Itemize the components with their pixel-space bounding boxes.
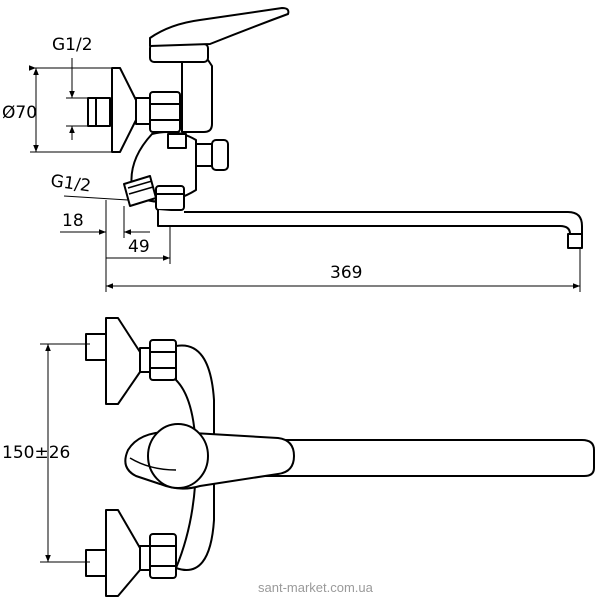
front-top-nut (149, 339, 177, 381)
side-dimensions (30, 58, 581, 292)
front-bottom-flange (105, 509, 141, 597)
front-dimensions (40, 343, 90, 563)
dim-label-center-distance: 150±26 (2, 443, 70, 463)
side-lever (149, 7, 290, 47)
side-inlet-stub (87, 97, 111, 127)
front-bottom-nut (149, 533, 177, 579)
front-top-flange (105, 317, 141, 405)
side-diverter-knob (195, 143, 213, 167)
side-aerator (567, 233, 583, 249)
dim-label-thread-outlet: G1/2 (49, 171, 92, 196)
side-mixer-body (150, 59, 213, 133)
dim-label-spout-length: 369 (330, 263, 362, 283)
dim-label-offset-49: 49 (128, 237, 150, 257)
front-lever-hub (147, 423, 209, 489)
side-spout (157, 210, 583, 243)
side-view (87, 7, 583, 249)
side-spout-nut (155, 185, 185, 211)
front-spout (200, 439, 595, 477)
front-mixer-body (175, 344, 215, 571)
watermark: sant-market.com.ua (258, 580, 374, 595)
side-hex-nut (149, 91, 181, 133)
side-wall-flange (111, 67, 137, 153)
dim-label-offset-18: 18 (62, 211, 84, 231)
front-view (85, 317, 595, 597)
dim-label-thread-top: G1/2 (52, 35, 93, 55)
dim-label-flange-diameter: Ø70 (2, 103, 37, 123)
